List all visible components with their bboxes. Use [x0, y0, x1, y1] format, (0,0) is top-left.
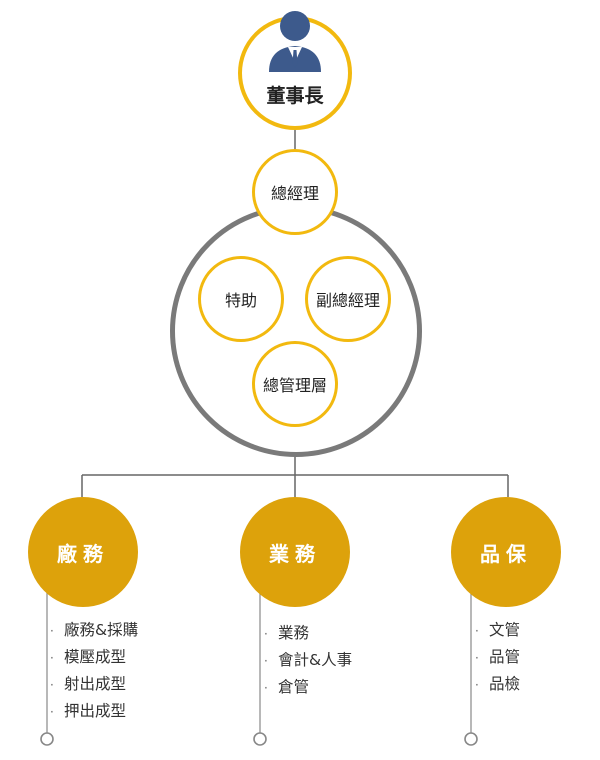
- list-item: ·押出成型: [50, 702, 127, 720]
- list-item: ·文管: [475, 621, 521, 639]
- list-item: ·會計&人事: [264, 651, 353, 669]
- list-end-node-left: [40, 732, 54, 746]
- special-assistant-label: 特助: [224, 291, 257, 310]
- general-manager-node: 總經理: [252, 149, 338, 235]
- deputy-gm-node: 副總經理: [305, 256, 391, 342]
- list-item: ·品檢: [475, 675, 521, 693]
- general-management-node: 總管理層: [252, 341, 338, 427]
- dept-qa-label: 品保: [480, 541, 532, 566]
- businessman-avatar-icon: [269, 11, 321, 72]
- list-item: ·模壓成型: [50, 648, 127, 666]
- chairman-label: 董事長: [266, 85, 324, 107]
- list-item: ·倉管: [264, 678, 310, 696]
- dept-sales-node: 業務: [240, 497, 350, 607]
- list-end-node-center: [253, 732, 267, 746]
- dept-sales-label: 業務: [269, 541, 321, 566]
- dept-sales-list: ·業務 ·會計&人事 ·倉管: [264, 620, 352, 701]
- dept-factory-node: 廠務: [28, 497, 138, 607]
- dept-factory-list: ·廠務&採購 ·模壓成型 ·射出成型 ·押出成型: [50, 617, 138, 725]
- deputy-gm-label: 副總經理: [315, 291, 380, 310]
- dept-qa-list: ·文管 ·品管 ·品檢: [475, 617, 520, 698]
- list-end-node-right: [464, 732, 478, 746]
- list-item: ·品管: [475, 648, 521, 666]
- general-manager-label: 總經理: [270, 184, 319, 203]
- dept-qa-node: 品保: [451, 497, 561, 607]
- general-management-label: 總管理層: [262, 376, 327, 395]
- list-item: ·廠務&採購: [50, 621, 139, 639]
- chairman-node: 董事長: [238, 16, 352, 130]
- dept-factory-label: 廠務: [57, 541, 109, 566]
- list-item: ·業務: [264, 624, 310, 642]
- list-item: ·射出成型: [50, 675, 127, 693]
- special-assistant-node: 特助: [198, 256, 284, 342]
